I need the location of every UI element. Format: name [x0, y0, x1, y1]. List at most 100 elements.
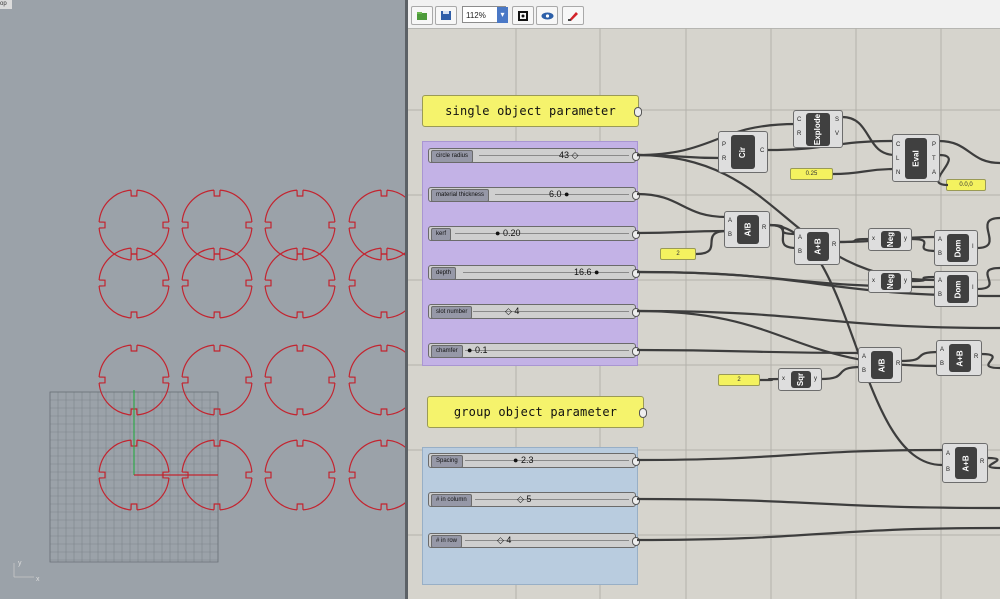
square-component[interactable]: x Sqr y	[778, 368, 822, 391]
slider-chamfer[interactable]: chamfer ● 0.1	[428, 343, 640, 358]
input-pin[interactable]: P	[722, 142, 727, 148]
input-pin[interactable]: B	[946, 467, 951, 473]
slider-material-thickness[interactable]: material thickness 6.0 ●	[428, 187, 640, 202]
output-pin[interactable]: T	[932, 156, 936, 162]
output-pin[interactable]: A	[932, 170, 937, 176]
slider-spacing[interactable]: Spacing ● 2.3	[428, 453, 640, 468]
slider-circle-radius[interactable]: circle radius 43 ◇	[428, 148, 640, 163]
output-port[interactable]	[632, 308, 640, 317]
group-object-group[interactable]	[422, 447, 638, 585]
group-object-parameter-panel[interactable]: group object parameter	[427, 396, 647, 428]
save-icon[interactable]	[435, 6, 457, 25]
output-port[interactable]	[639, 408, 647, 418]
input-pin[interactable]: B	[728, 232, 733, 238]
input-pin[interactable]: L	[896, 156, 900, 162]
input-pin[interactable]: A	[938, 237, 943, 243]
chevron-down-icon[interactable]: ▾	[497, 7, 508, 23]
single-object-parameter-panel[interactable]: single object parameter	[422, 95, 642, 127]
output-pin[interactable]: y	[904, 236, 907, 242]
input-pin[interactable]: C	[896, 142, 901, 148]
input-pin[interactable]: A	[798, 235, 803, 241]
input-pin[interactable]: R	[722, 156, 727, 162]
input-pin[interactable]: B	[938, 251, 943, 257]
output-pin[interactable]: I	[972, 244, 974, 250]
slider-value[interactable]: ◇ 4	[497, 535, 512, 545]
output-pin[interactable]: R	[980, 459, 985, 465]
input-pin[interactable]: A	[938, 278, 943, 284]
input-pin[interactable]: A	[728, 218, 733, 224]
value-panel[interactable]: 0.25	[790, 168, 833, 180]
output-port[interactable]	[632, 347, 640, 356]
output-pin[interactable]: R	[762, 225, 767, 231]
window-divider[interactable]	[405, 0, 409, 599]
bake-icon[interactable]	[562, 6, 584, 25]
output-port[interactable]	[632, 496, 640, 505]
slider-depth[interactable]: depth 16.6 ●	[428, 265, 640, 280]
input-pin[interactable]: x	[872, 236, 875, 242]
output-port[interactable]	[632, 269, 640, 278]
slider-value[interactable]: ● 0.1	[467, 345, 488, 355]
output-port[interactable]	[632, 457, 640, 466]
zoom-extents-icon[interactable]	[512, 6, 534, 25]
input-pin[interactable]: B	[940, 361, 945, 367]
slider-slot-number[interactable]: slot number ◇ 4	[428, 304, 640, 319]
slider-value[interactable]: 6.0 ●	[549, 189, 570, 199]
output-pin[interactable]: R	[974, 354, 979, 360]
slider-in-row[interactable]: # in row ◇ 4	[428, 533, 640, 548]
output-pin[interactable]: R	[896, 361, 901, 367]
domain-component[interactable]: A B Dom I	[934, 230, 978, 266]
output-port[interactable]	[632, 191, 640, 200]
negative-component[interactable]: x Neg y	[868, 228, 912, 251]
output-pin[interactable]: R	[832, 242, 837, 248]
slider-value[interactable]: 16.6 ●	[574, 267, 600, 277]
output-pin[interactable]: S	[835, 117, 840, 123]
input-pin[interactable]: C	[797, 117, 802, 123]
circle-component[interactable]: P R Cir C	[718, 131, 768, 173]
value-panel[interactable]: 2	[718, 374, 760, 386]
wire	[636, 192, 728, 219]
input-pin[interactable]: A	[862, 354, 867, 360]
division-component[interactable]: A B A/B R	[724, 211, 770, 248]
open-icon[interactable]	[411, 6, 433, 25]
output-pin[interactable]: P	[932, 142, 937, 148]
slider-kerf[interactable]: kerf ● 0.20	[428, 226, 640, 241]
output-pin[interactable]: V	[835, 131, 840, 137]
slider-value[interactable]: 43 ◇	[559, 150, 579, 160]
output-port[interactable]	[632, 230, 640, 239]
output-pin[interactable]: C	[760, 148, 765, 154]
output-pin[interactable]: y	[904, 278, 907, 284]
preview-icon[interactable]	[536, 6, 558, 25]
explode-component[interactable]: C R Explode S V	[793, 110, 843, 148]
input-pin[interactable]: B	[938, 292, 943, 298]
slider-value[interactable]: ● 2.3	[513, 455, 534, 465]
input-pin[interactable]: B	[798, 249, 803, 255]
grasshopper-canvas[interactable]: single object parameter group object par…	[408, 28, 1000, 599]
output-port[interactable]	[632, 537, 640, 546]
addition-component[interactable]: A B A+B R	[936, 340, 982, 376]
slider-value[interactable]: ◇ 5	[517, 494, 532, 504]
viewport-tab[interactable]: op	[0, 0, 12, 9]
domain-component[interactable]: A B Dom I	[934, 271, 978, 307]
slider-in-column[interactable]: # in column ◇ 5	[428, 492, 640, 507]
output-port[interactable]	[634, 107, 642, 117]
input-pin[interactable]: x	[872, 278, 875, 284]
value-panel[interactable]: 2	[660, 248, 696, 260]
output-pin[interactable]: I	[972, 285, 974, 291]
input-pin[interactable]: A	[946, 451, 951, 457]
slider-value[interactable]: ● 0.20	[495, 228, 521, 238]
input-pin[interactable]: R	[797, 131, 802, 137]
addition-component[interactable]: A B A+B R	[794, 228, 840, 265]
output-pin[interactable]: y	[814, 376, 817, 382]
evaluate-component[interactable]: C L N Eval P T A	[892, 134, 940, 182]
input-pin[interactable]: x	[782, 376, 785, 382]
addition-component[interactable]: A B A+B R	[942, 443, 988, 483]
input-pin[interactable]: A	[940, 347, 945, 353]
slider-value[interactable]: ◇ 4	[505, 306, 520, 316]
input-pin[interactable]: N	[896, 170, 901, 176]
division-component[interactable]: A B A/B R	[858, 347, 902, 383]
output-port[interactable]	[632, 152, 640, 161]
input-pin[interactable]: B	[862, 368, 867, 374]
negative-component[interactable]: x Neg y	[868, 270, 912, 293]
single-object-group[interactable]	[422, 141, 638, 366]
